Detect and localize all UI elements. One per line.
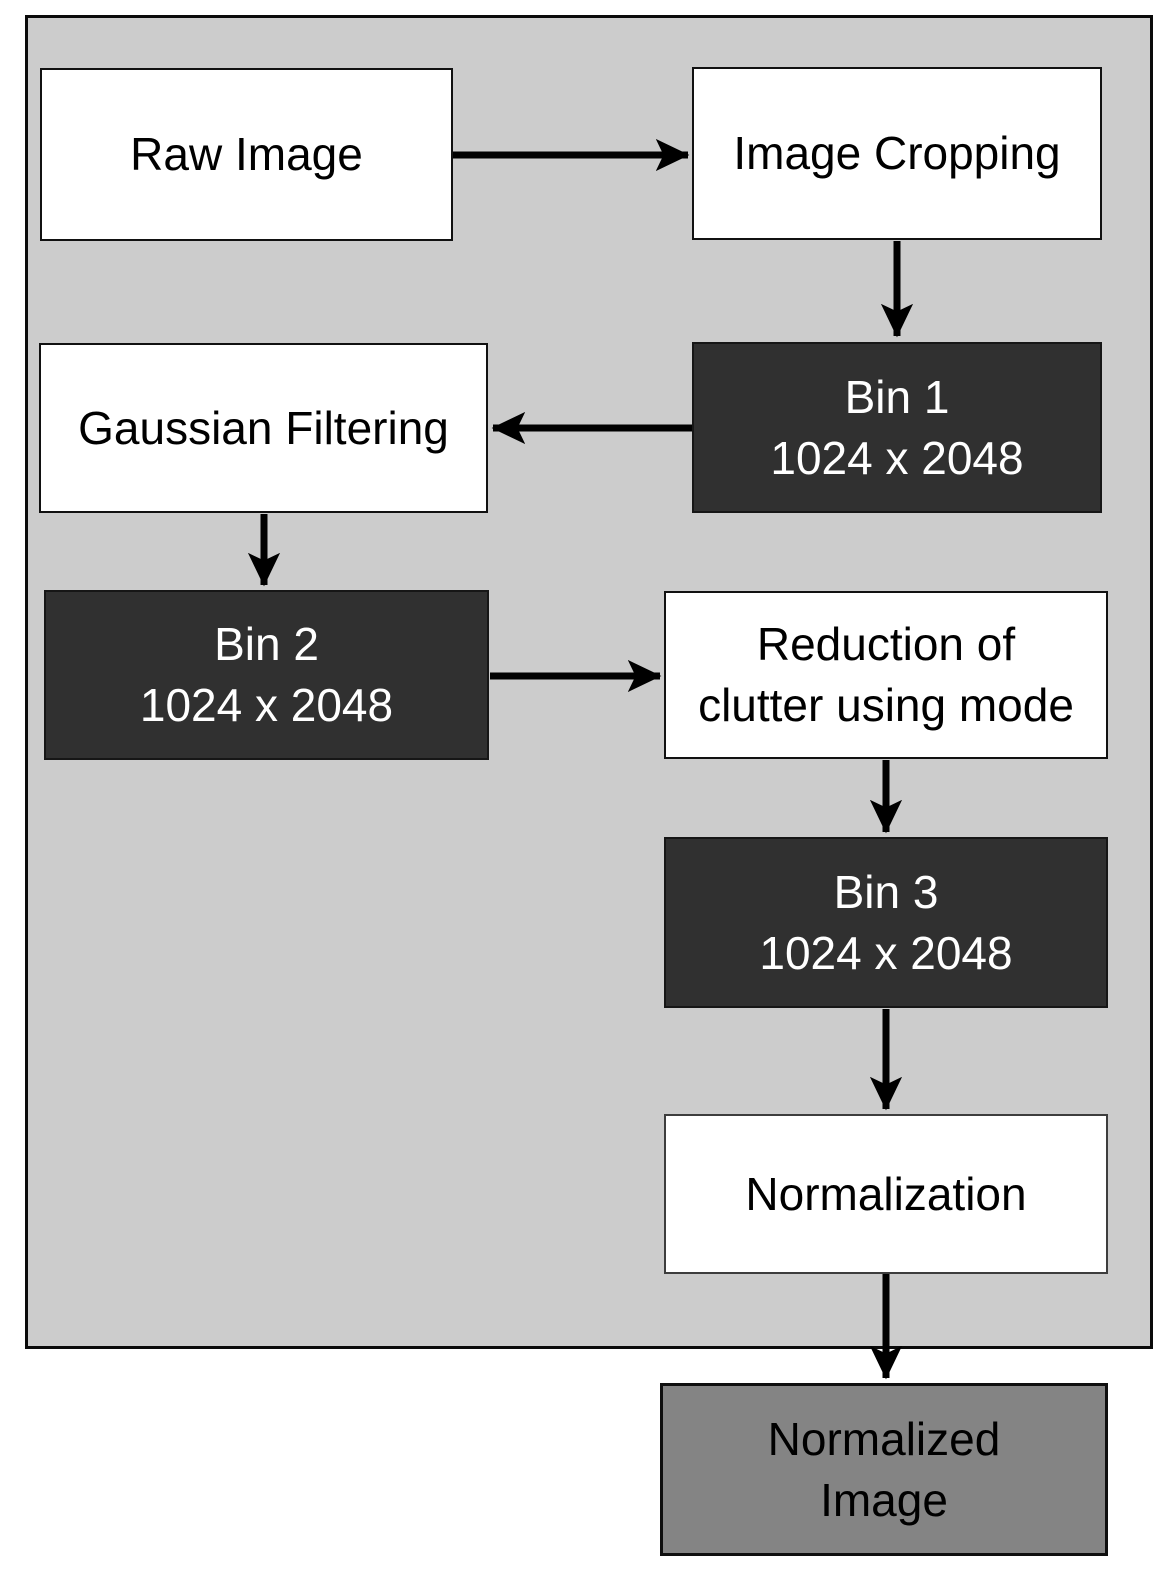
node-reduction-clutter-line2: clutter using mode [698, 679, 1074, 731]
node-reduction-clutter-line1: Reduction of [756, 618, 1016, 671]
node-bin-1-size: 1024 x 2048 [770, 431, 1024, 484]
node-bin-3-size: 1024 x 2048 [759, 926, 1013, 979]
node-image-cropping-label: Image Cropping [733, 127, 1061, 180]
node-normalization-label: Normalization [745, 1167, 1027, 1220]
node-image-cropping: Image Cropping [692, 67, 1102, 240]
node-bin-2-size: 1024 x 2048 [139, 679, 394, 731]
node-bin-2-title: Bin 2 [214, 618, 319, 671]
node-normalized-image: Normalized Image [660, 1383, 1108, 1556]
node-bin-2: Bin 2 1024 x 2048 [44, 590, 489, 760]
node-normalized-image-line1: Normalized [767, 1412, 1001, 1465]
node-raw-image-label: Raw Image [130, 128, 363, 181]
node-bin-1-title: Bin 1 [844, 370, 950, 423]
node-bin-1: Bin 1 1024 x 2048 [692, 342, 1102, 513]
node-normalized-image-line2: Image [820, 1473, 948, 1526]
node-bin-3-title: Bin 3 [833, 865, 939, 918]
node-reduction-clutter: Reduction of clutter using mode [664, 591, 1108, 759]
node-raw-image: Raw Image [40, 68, 453, 241]
node-bin-3: Bin 3 1024 x 2048 [664, 837, 1108, 1008]
node-normalization: Normalization [664, 1114, 1108, 1274]
node-gaussian-filtering-label: Gaussian Filtering [78, 401, 449, 454]
node-gaussian-filtering: Gaussian Filtering [39, 343, 488, 513]
